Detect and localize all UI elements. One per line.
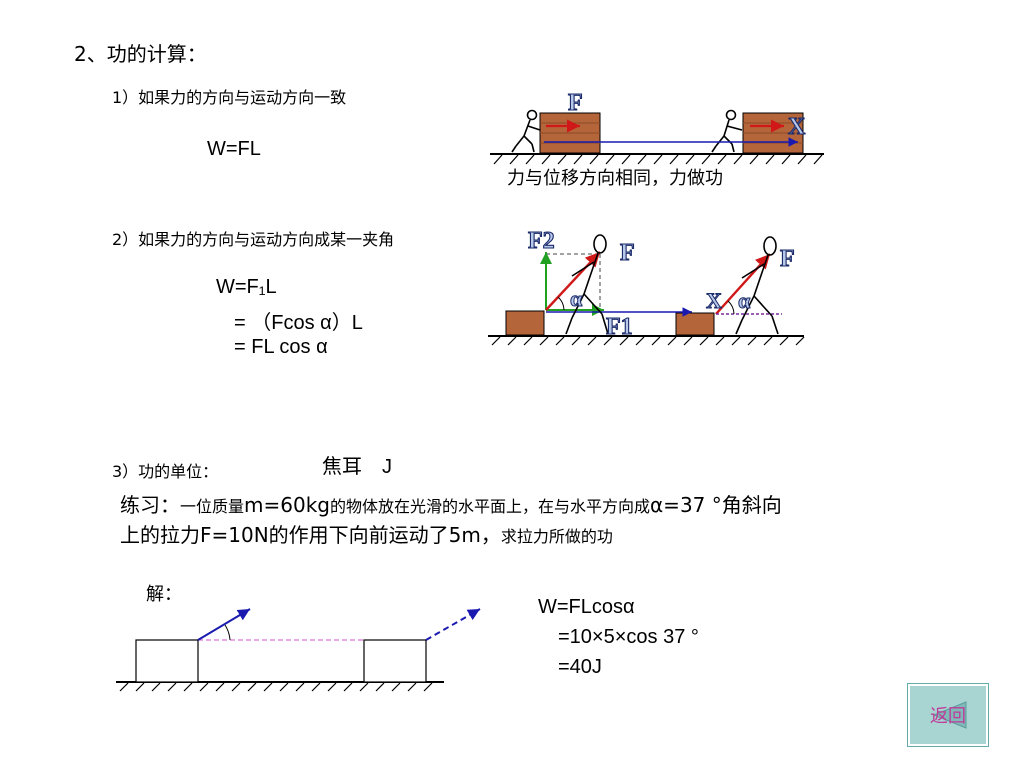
case2-title: 2）如果力的方向与运动方向成某一夹角 [112, 230, 395, 249]
label-f2: F2 [528, 228, 555, 254]
exercise-text: 一位质量 [180, 497, 245, 516]
angle-arc-1 [557, 296, 565, 311]
box-end-2 [675, 312, 715, 336]
exercise-mass: m=60kg [244, 493, 330, 517]
angle-arc-2 [727, 300, 735, 315]
case3-unit: 焦耳 J [322, 456, 392, 478]
case2-diagram: F2 F F1 α F X α [488, 227, 805, 346]
label-alpha-1: α [570, 286, 583, 311]
back-button-label: 返回 [930, 706, 966, 727]
back-arrow-icon [932, 701, 967, 729]
exercise-text: 角斜向 [721, 493, 782, 517]
solution-line-2: =10×5×cos 37 ° [558, 626, 699, 648]
solution-label: 解： [146, 584, 182, 605]
label-f1: F1 [606, 314, 633, 340]
person-pulling-2 [735, 236, 779, 335]
label-alpha-2: α [738, 288, 751, 313]
pull-force-arrow-dashed [425, 608, 481, 641]
case1-formula: W=FL [207, 138, 261, 160]
exercise-text: 的作用下向前运动了 [268, 523, 449, 547]
solution-line-1: W=FLcosα [538, 596, 635, 618]
exercise-line-1: 练习：一位质量m=60kg的物体放在光滑的水平面上，在与水平方向成α=37 °角… [120, 492, 782, 520]
label-f: F [568, 90, 583, 116]
exercise-diagram [116, 608, 481, 692]
solution-line-3: =40J [558, 656, 602, 678]
ground-hatch-2 [491, 336, 805, 346]
person-pushing-2 [711, 109, 743, 153]
exercise-distance: 5m [448, 523, 481, 547]
ground-hatch [493, 154, 823, 165]
exercise-label: 练习： [120, 493, 180, 517]
label-x-2: X [706, 288, 722, 313]
case1-diagram: F X [490, 89, 824, 165]
case2-formula-line3: = FL cos α [234, 336, 328, 358]
exercise-text: 的物体放在光滑的水平面上，在与水平方向成 [329, 497, 650, 516]
case3-title: 3）功的单位： [112, 462, 219, 481]
section-heading: 2、功的计算： [74, 42, 207, 66]
force-arrow-angled-2 [715, 253, 771, 315]
pull-force-arrow [197, 608, 251, 641]
exercise-question: 求拉力所做的功 [500, 527, 613, 546]
exercise-text: ， [480, 523, 501, 547]
exercise-angle: α=37 ° [650, 493, 722, 517]
block-end [363, 639, 427, 683]
label-f-angled-2: F [780, 246, 795, 272]
back-button[interactable]: 返回 [908, 684, 988, 746]
person-pulling-1 [565, 234, 609, 335]
case2-formula-line2: = （Fcos α）L [234, 312, 363, 334]
case1-title: 1）如果力的方向与运动方向一致 [112, 88, 347, 107]
person-pushing-1 [511, 109, 541, 153]
case2-formula-line1: W=F₁L [216, 276, 277, 298]
angle-arc-3 [224, 624, 231, 641]
ground-hatch-3 [119, 682, 433, 692]
label-f-angled-1: F [620, 240, 635, 266]
force-arrow-angled-1 [545, 251, 601, 311]
exercise-force: F=10N [200, 523, 269, 547]
label-x: X [788, 114, 806, 140]
case1-caption: 力与位移方向相同，力做功 [507, 168, 723, 189]
box-start-2 [505, 310, 545, 336]
block-start [135, 639, 199, 683]
exercise-text: 上的拉力 [120, 523, 200, 547]
exercise-line-2: 上的拉力F=10N的作用下向前运动了5m，求拉力所做的功 [120, 522, 613, 550]
